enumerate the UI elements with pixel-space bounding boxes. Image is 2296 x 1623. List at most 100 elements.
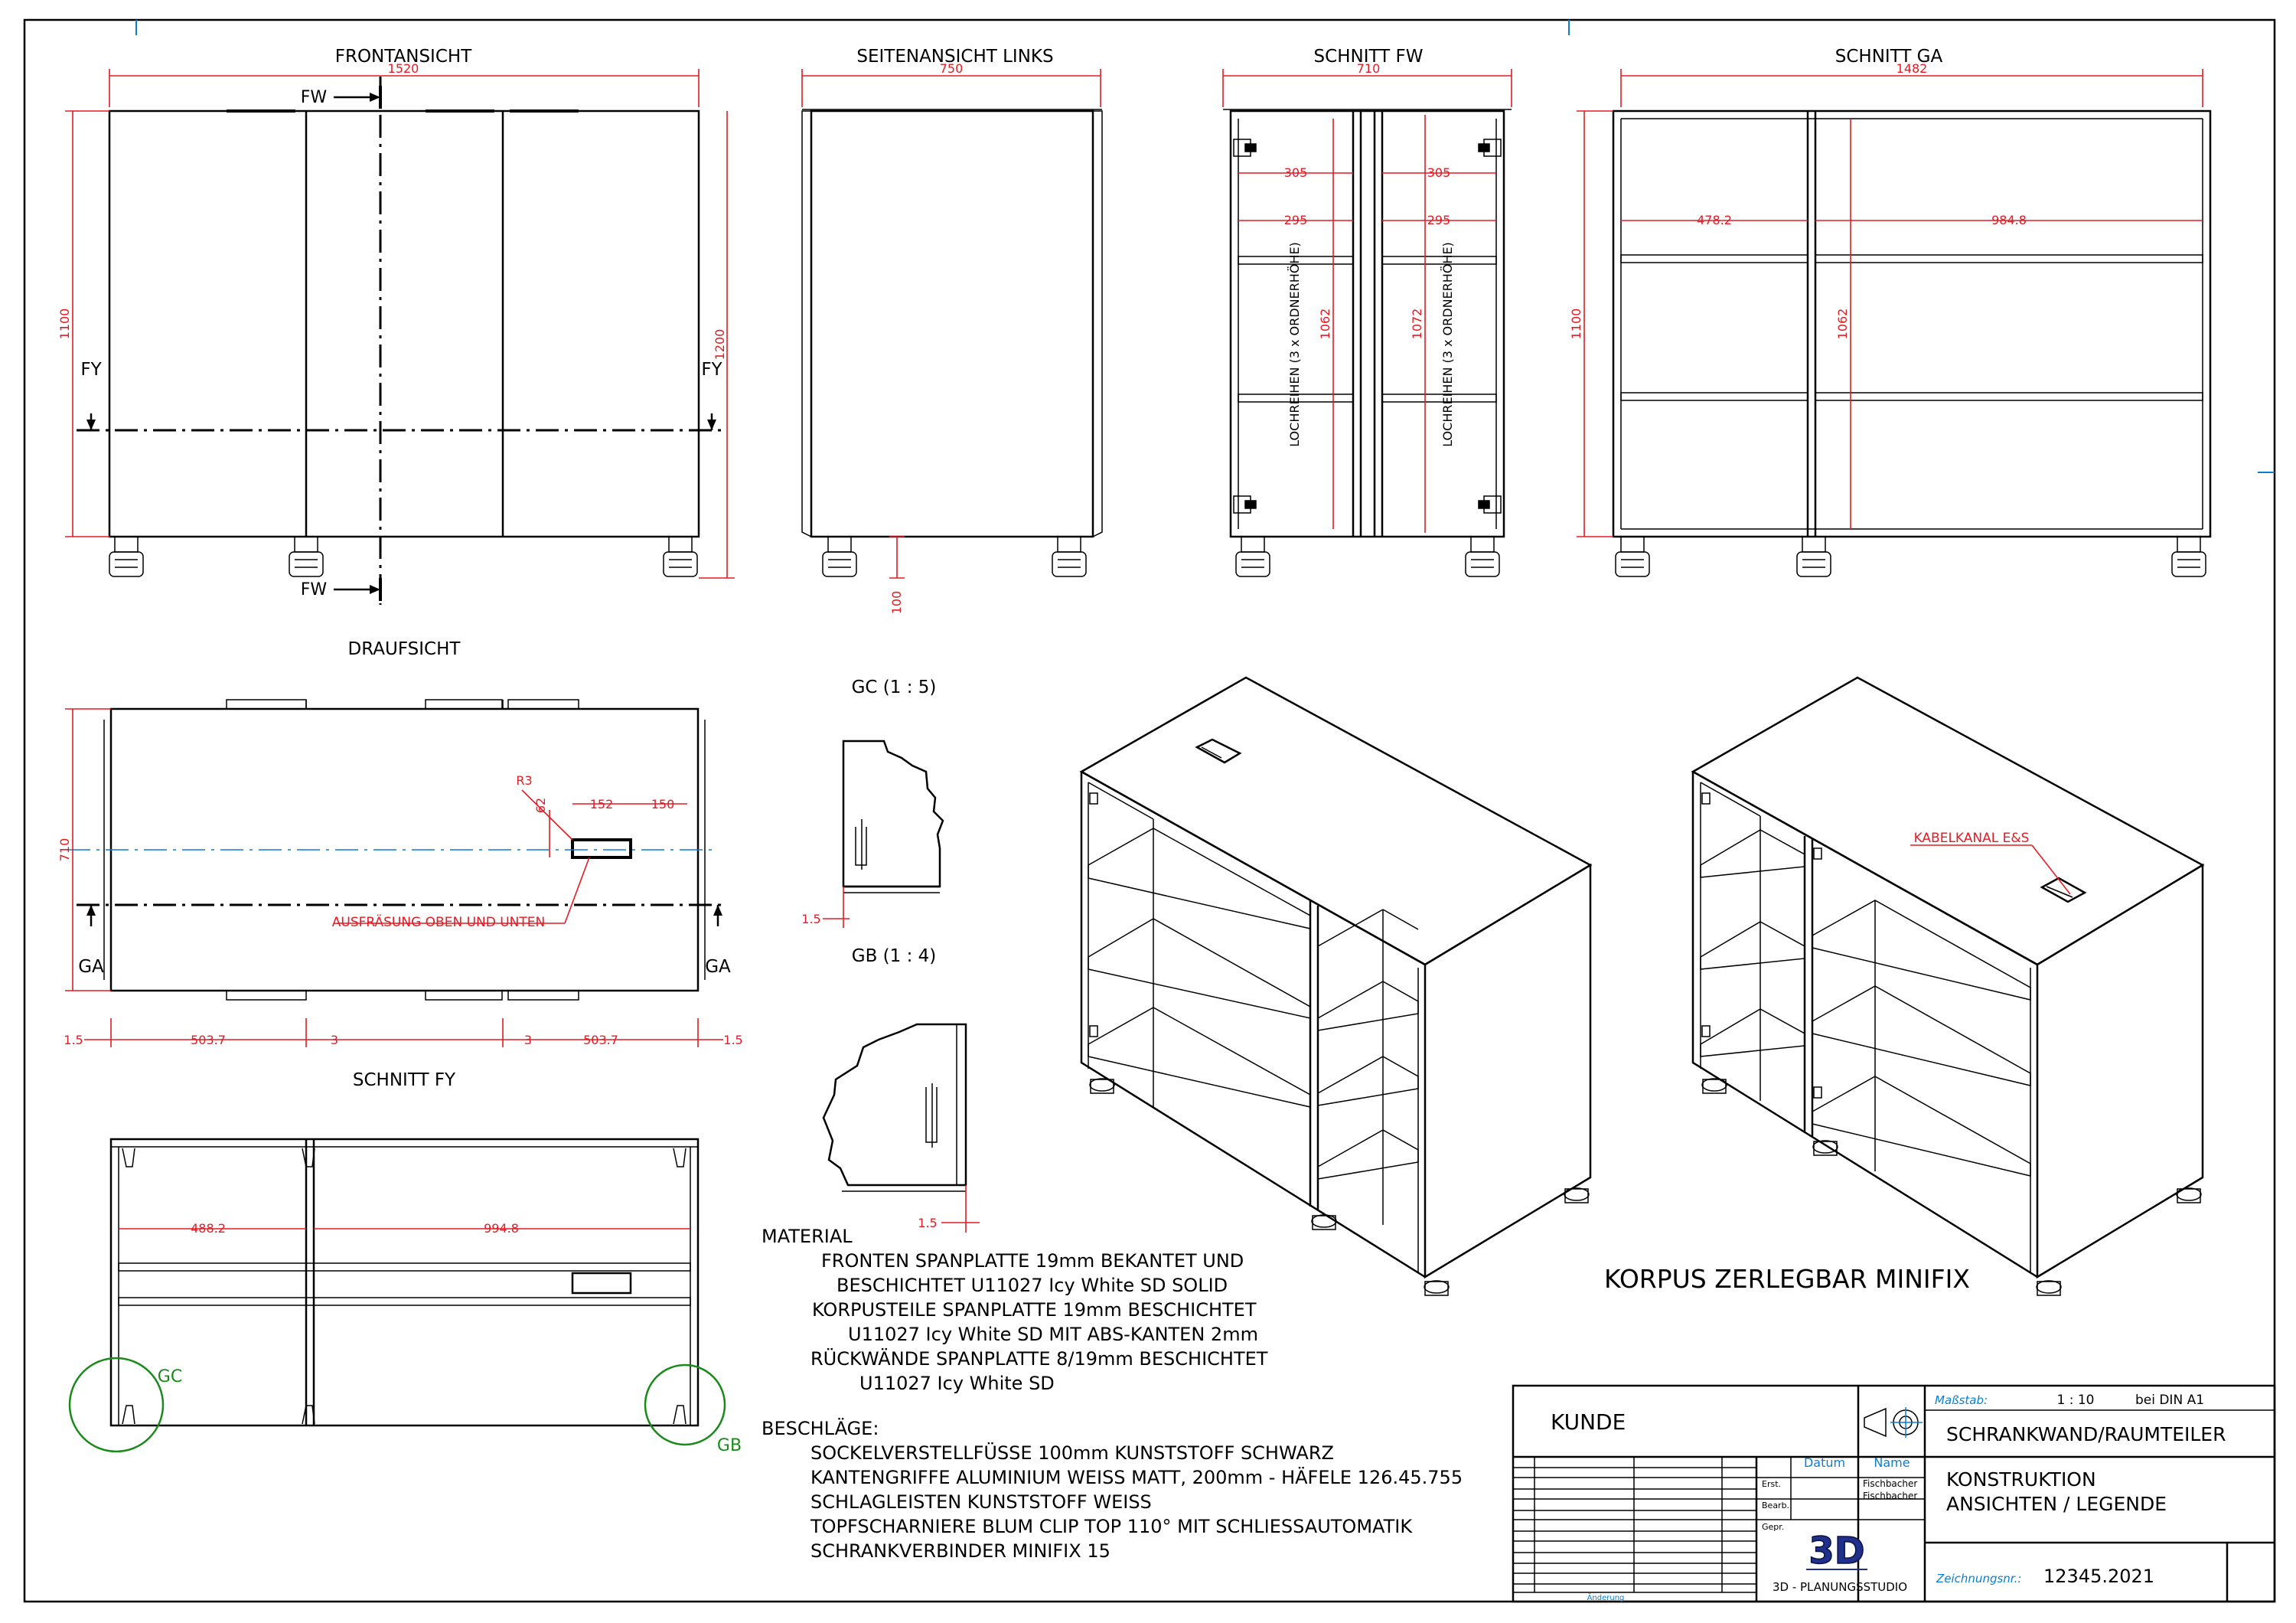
cable-channel-note: KABELKANAL E&S xyxy=(1914,831,2030,846)
dim-fw-295-left: 295 xyxy=(1284,213,1308,227)
top-view: DRAUFSICHT GA GA 710 R3 62 152 150 xyxy=(57,639,743,1047)
dim-front-width: 1520 xyxy=(388,61,419,76)
dim-side-width: 750 xyxy=(940,61,964,76)
dim-top-3-right: 3 xyxy=(524,1033,532,1047)
dim-side-foot: 100 xyxy=(889,591,904,615)
marker-fw-top: FW xyxy=(301,88,328,107)
dim-top-15-right: 1.5 xyxy=(723,1033,742,1047)
dim-top-5037-right: 503.7 xyxy=(583,1033,618,1047)
bearb-label: Bearb. xyxy=(1762,1501,1789,1510)
detail-gc-dim: 1.5 xyxy=(801,912,820,926)
section-fw-title: SCHNITT FW xyxy=(1314,47,1424,67)
dim-top-62: 62 xyxy=(533,798,548,813)
dim-ga-width: 1482 xyxy=(1896,61,1928,76)
dim-fw-305-left: 305 xyxy=(1284,165,1308,180)
dim-top-150: 150 xyxy=(651,797,675,812)
client-label: KUNDE xyxy=(1551,1409,1626,1435)
dim-front-total: 1200 xyxy=(713,329,727,361)
studio-name: 3D - PLANUNGSSTUDIO xyxy=(1773,1580,1907,1594)
dim-ga-left: 478.2 xyxy=(1697,213,1732,227)
dim-fw-305-right: 305 xyxy=(1427,165,1451,180)
drawing-no: 12345.2021 xyxy=(2043,1566,2154,1587)
dim-top-depth: 710 xyxy=(57,838,72,862)
section-fw-view: SCHNITT FW 710 305 305 xyxy=(1222,47,1512,577)
iso-title: KORPUS ZERLEGBAR MINIFIX xyxy=(1604,1264,1970,1294)
dim-front-height: 1100 xyxy=(57,309,72,340)
name-header: Name xyxy=(1874,1455,1910,1470)
dim-fw-width: 710 xyxy=(1357,61,1381,76)
dim-top-5037-left: 503.7 xyxy=(191,1033,226,1047)
material-line-3: KORPUSTEILE SPANPLATTE 19mm BESCHICHTET xyxy=(812,1299,1257,1321)
fittings-line-2: KANTENGRIFFE ALUMINIUM WEISS MATT, 200mm… xyxy=(810,1466,1463,1488)
studio-logo-mark: 3D xyxy=(1808,1530,1864,1572)
scale-format: bei DIN A1 xyxy=(2135,1393,2204,1408)
marker-fw-bottom: FW xyxy=(301,580,328,599)
material-line-6: U11027 Icy White SD xyxy=(859,1373,1055,1394)
material-line-2: BESCHICHTET U11027 Icy White SD SOLID xyxy=(837,1275,1228,1296)
detail-gb: GB (1 : 4) 1.5 xyxy=(822,946,980,1233)
projection-symbol-icon xyxy=(1864,1407,1923,1438)
dim-ga-inner: 1062 xyxy=(1835,309,1850,340)
marker-fy-right: FY xyxy=(701,360,722,380)
isometric-closed: KABELKANAL E&S KORPUS ZERLEGBAR MINIFIX xyxy=(1604,676,2205,1296)
marker-ga-right: GA xyxy=(705,957,731,977)
fittings-line-5: SCHRANKVERBINDER MINIFIX 15 xyxy=(810,1540,1110,1562)
project-title: SCHRANKWAND/RAUMTEILER xyxy=(1946,1423,2226,1445)
isometric-open xyxy=(1079,676,1593,1296)
dim-top-15-left: 1.5 xyxy=(64,1033,83,1047)
dim-ga-right: 984.8 xyxy=(1991,213,2027,227)
top-mill-note: AUSFRÄSUNG OBEN UND UNTEN xyxy=(332,914,545,930)
datum-header: Datum xyxy=(1804,1455,1845,1470)
fittings-heading: BESCHLÄGE: xyxy=(762,1417,879,1439)
bearb-name: Fischbacher xyxy=(1863,1491,1917,1501)
section-fy-title: SCHNITT FY xyxy=(353,1070,456,1090)
fittings-line-3: SCHLAGLEISTEN KUNSTSTOFF WEISS xyxy=(810,1491,1152,1513)
dim-fw-1072: 1072 xyxy=(1410,309,1424,340)
section-ga-view: SCHNITT GA 1482 478.2 984.8 1100 1062 xyxy=(1569,47,2212,577)
description-line-2: ANSICHTEN / LEGENDE xyxy=(1946,1493,2167,1515)
title-block: KUNDE Maßstab: 1 : 10 bei DIN A1 SCHRANK… xyxy=(1512,1384,2276,1603)
section-fy-view: SCHNITT FY 488.2 994.8 GC GB xyxy=(68,1070,742,1455)
detail-gb-dim: 1.5 xyxy=(918,1216,937,1230)
marker-gb: GB xyxy=(717,1436,742,1455)
side-view-title: SEITENANSICHT LINKS xyxy=(856,47,1053,67)
side-view: SEITENANSICHT LINKS 750 100 xyxy=(801,47,1103,615)
front-view: FRONTANSICHT 1520 FW FW FY FY xyxy=(57,47,735,605)
erst-name: Fischbacher xyxy=(1863,1478,1917,1489)
marker-ga-left: GA xyxy=(78,957,104,977)
material-line-4: U11027 Icy White SD MIT ABS-KANTEN 2mm xyxy=(848,1324,1258,1345)
material-line-1: FRONTEN SPANPLATTE 19mm BEKANTET UND xyxy=(821,1250,1244,1272)
detail-gc: GC (1 : 5) 1.5 xyxy=(801,678,944,928)
fittings-line-1: SOCKELVERSTELLFÜSSE 100mm KUNSTSTOFF SCH… xyxy=(810,1442,1334,1464)
change-label: Änderung xyxy=(1587,1592,1625,1602)
front-view-title: FRONTANSICHT xyxy=(335,47,472,67)
marker-fy-left: FY xyxy=(80,360,102,380)
dim-top-r3: R3 xyxy=(516,773,532,788)
material-heading: MATERIAL xyxy=(762,1226,853,1247)
fittings-line-4: TOPFSCHARNIERE BLUM CLIP TOP 110° MIT SC… xyxy=(810,1516,1413,1537)
gepr-label: Gepr. xyxy=(1762,1522,1784,1532)
sheet-border xyxy=(23,18,2276,1603)
detail-gb-title: GB (1 : 4) xyxy=(852,946,937,966)
scale-value: 1 : 10 xyxy=(2057,1393,2095,1408)
top-view-title: DRAUFSICHT xyxy=(348,639,461,659)
drawing-no-label: Zeichnungsnr.: xyxy=(1936,1572,2021,1585)
dim-fw-1062: 1062 xyxy=(1318,309,1332,340)
fw-holes-left: LOCHREIHEN (3 x ORDNERHÖHE) xyxy=(1287,242,1302,447)
material-line-5: RÜCKWÄNDE SPANPLATTE 8/19mm BESCHICHTET xyxy=(810,1347,1268,1370)
detail-gc-title: GC (1 : 5) xyxy=(852,678,937,697)
fw-holes-right: LOCHREIHEN (3 x ORDNERHÖHE) xyxy=(1440,242,1455,447)
dim-ga-height: 1100 xyxy=(1569,309,1583,340)
dim-fw-295-right: 295 xyxy=(1427,213,1451,227)
dim-top-3-left: 3 xyxy=(331,1033,338,1047)
description-line-1: KONSTRUKTION xyxy=(1946,1468,2096,1491)
section-ga-title: SCHNITT GA xyxy=(1835,47,1943,67)
erst-label: Erst. xyxy=(1762,1479,1781,1489)
scale-label: Maßstab: xyxy=(1935,1393,1988,1407)
marker-gc: GC xyxy=(158,1367,182,1386)
dim-fy-right: 994.8 xyxy=(484,1221,519,1236)
studio-logo: 3D xyxy=(1806,1529,1867,1573)
dim-top-152: 152 xyxy=(590,797,614,812)
